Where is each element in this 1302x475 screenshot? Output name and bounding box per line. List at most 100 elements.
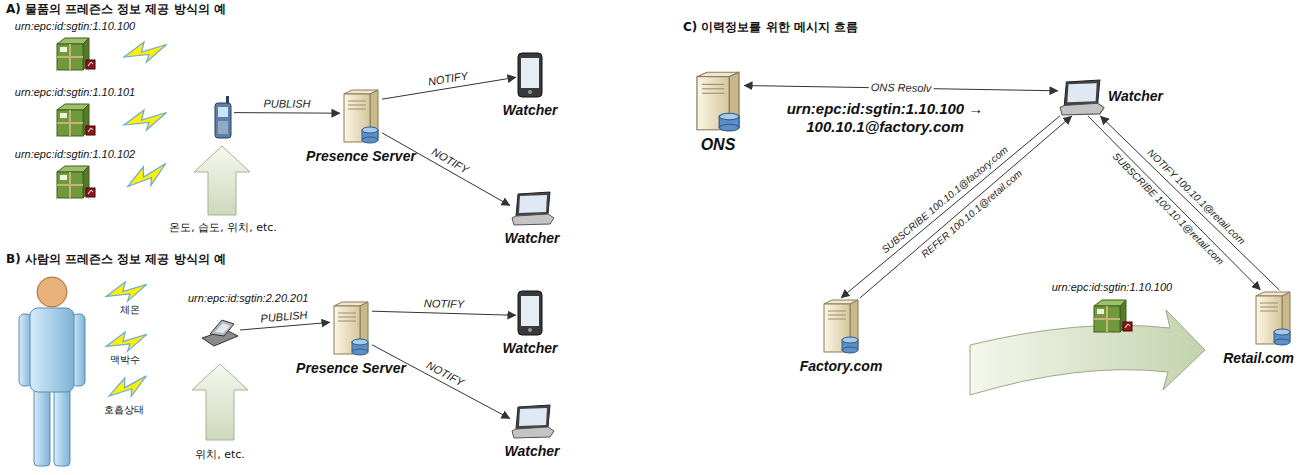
item-tag: urn:epc:id:sgtin:1.10.101 (55, 102, 95, 138)
pkg-part (1097, 309, 1104, 314)
pkg-shape (57, 38, 95, 70)
person-head (37, 277, 67, 307)
pkg-shape (1094, 300, 1132, 332)
laptop-icon (510, 192, 554, 226)
cell-part (218, 121, 228, 134)
srv-part (338, 313, 356, 314)
node-caption: Presence Server (296, 360, 406, 376)
message-arrow (372, 345, 510, 419)
srv-part (1260, 307, 1278, 308)
pkg-shape (57, 104, 95, 136)
srv-icon (330, 300, 372, 356)
pkg-part (57, 110, 83, 136)
node-caption: Watcher (503, 340, 558, 356)
node-label: urn:epc:id:sgtin:1.10.100 (15, 20, 135, 33)
phone-icon (516, 52, 544, 98)
laptop-part (516, 405, 550, 429)
watcher-laptop: Watcher (510, 405, 554, 439)
pkg-part (57, 44, 83, 70)
phone-part (521, 296, 539, 326)
lightning-bolt (124, 42, 167, 62)
srv-part (352, 339, 368, 345)
srv-shape (1256, 292, 1290, 345)
pkg-part (57, 122, 83, 124)
flip-part (210, 320, 234, 336)
message-label: NOTIFY (423, 358, 468, 390)
laptop-part (1060, 103, 1104, 115)
srv-part (362, 127, 378, 133)
message-arrow (372, 311, 516, 315)
pkg-part (88, 128, 93, 132)
node-caption: Watcher (1108, 88, 1163, 104)
cell-shape (215, 96, 231, 138)
srv-part (1274, 329, 1290, 335)
srv-part (842, 347, 858, 353)
watcher-phone: Watcher (516, 290, 544, 336)
phone-part (528, 328, 532, 332)
pkg-part (1094, 306, 1120, 332)
node-caption: 온도, 습도, 위치, etc. (169, 221, 277, 234)
flip-shape (202, 320, 238, 346)
pkg-part (88, 62, 93, 66)
presence-server: Presence Server (330, 300, 372, 356)
node-label: Watcher (503, 340, 558, 356)
pkg-icon (55, 102, 95, 138)
pkg-part (86, 188, 95, 197)
phone-icon (516, 290, 544, 336)
pkg-part (57, 184, 83, 186)
person-torso (30, 308, 74, 392)
srv-shape (697, 72, 739, 131)
lightning-bolt (124, 161, 170, 191)
laptop-shape (1060, 80, 1104, 115)
laptop-shape (512, 192, 554, 225)
pkg-shape (57, 166, 95, 198)
srv-part (348, 101, 366, 102)
srv-icon (820, 298, 862, 354)
laptop-part (512, 214, 554, 225)
panel-title: B) 사람의 프레즌스 정보 제공 방식의 예 (6, 252, 226, 266)
phone-shape (518, 291, 542, 335)
node-caption: Watcher (505, 230, 560, 246)
srv-part (828, 311, 846, 312)
node-label: Watcher (1108, 88, 1163, 104)
node-label: ONS (701, 136, 736, 154)
node-label: Presence Server (296, 360, 406, 376)
pkg-part (1094, 318, 1120, 320)
flip-icon (200, 318, 240, 348)
srv-icon (692, 70, 744, 132)
node-caption: Watcher (505, 443, 560, 459)
lightning-bolt (106, 282, 147, 301)
up-arrow (192, 364, 248, 440)
srv-part (702, 93, 724, 94)
message-arrow (382, 133, 510, 206)
srv-part (719, 113, 739, 120)
message-arrow (1088, 116, 1261, 290)
node-caption: ONS (701, 136, 736, 154)
node-label: urn:epc:id:sgtin:1.10.102 (15, 148, 135, 161)
node-caption: Presence Server (306, 148, 416, 164)
vital-sign: 호흡상태 (104, 404, 144, 416)
panel-title: A) 물품의 프레즌스 정보 제공 방식의 예 (6, 2, 226, 16)
resolution-note: urn:epc:id:sgtin:1.10.100 → 100.10.1@fac… (770, 100, 1000, 136)
epc-id: urn:epc:id:sgtin:1.10.100 (1052, 281, 1172, 294)
laptop-shape (512, 405, 554, 438)
cell-part (218, 107, 228, 117)
panel-title: C) 이력정보를 위한 메시지 흐름 (683, 20, 858, 34)
srv-part (719, 124, 739, 131)
srv-shape (334, 302, 368, 355)
watcher-phone: Watcher (516, 52, 544, 98)
node-label: 온도, 습도, 위치, etc. (169, 221, 277, 234)
laptop-part (516, 192, 550, 216)
phone-part (528, 90, 532, 94)
presence-server: Presence Server (340, 88, 382, 144)
srv-part (828, 315, 846, 316)
message-label: NOTIFY (428, 145, 473, 178)
pkg-part (86, 126, 95, 135)
phone-part (521, 58, 539, 88)
srv-icon (340, 88, 382, 144)
laptop-part (519, 408, 547, 426)
srv-part (362, 137, 378, 143)
node-caption: Retail.com (1223, 350, 1294, 366)
message-arrow (860, 116, 1072, 298)
